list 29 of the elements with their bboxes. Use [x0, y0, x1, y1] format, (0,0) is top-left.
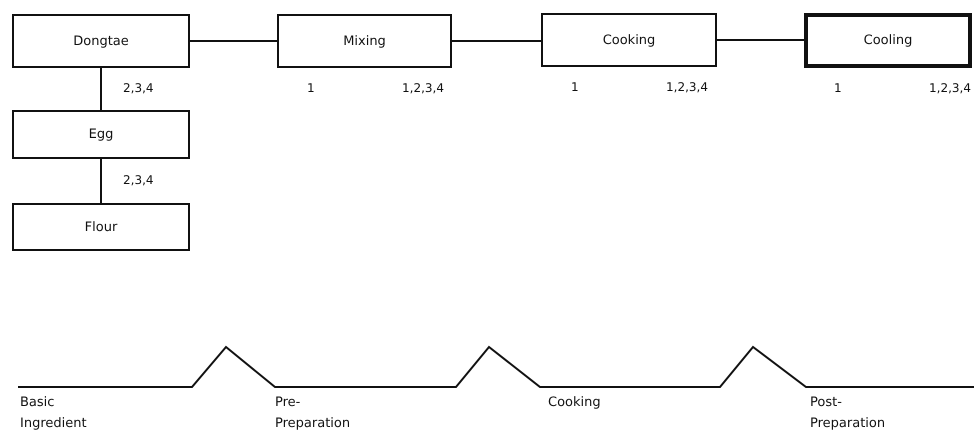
step-number: 1,2,3,4 — [402, 81, 444, 95]
box-label: Flour — [84, 220, 118, 234]
connector-line — [100, 159, 102, 203]
box-label: Mixing — [343, 34, 386, 48]
edge-label: 2,3,4 — [123, 81, 154, 95]
connector-line — [190, 40, 277, 42]
stage-label: Cooking — [548, 394, 602, 412]
connector-line — [452, 40, 541, 42]
step-number: 1 — [834, 81, 842, 95]
process-box — [12, 14, 190, 68]
process-box — [12, 203, 190, 251]
box-label: Cooling — [864, 33, 912, 48]
step-number: 1 — [571, 80, 579, 94]
process-box — [804, 13, 972, 68]
stage-label: Pre- Preparation — [275, 394, 352, 433]
edge-label: 2,3,4 — [123, 173, 154, 187]
box-label: Egg — [88, 127, 114, 142]
box-label: Dongtae — [73, 34, 129, 48]
connector-line — [717, 39, 804, 41]
process-box — [277, 14, 452, 68]
box-label: Cooking — [602, 32, 656, 48]
step-number: 1 — [307, 81, 315, 95]
connector-line — [100, 68, 102, 110]
stage-label: Post- Preparation — [810, 394, 886, 433]
step-number: 1,2,3,4 — [666, 80, 708, 94]
process-box — [541, 13, 717, 67]
process-box — [12, 110, 190, 159]
stage-label: Basic Ingredient — [20, 394, 88, 433]
step-number: 1,2,3,4 — [929, 81, 971, 95]
